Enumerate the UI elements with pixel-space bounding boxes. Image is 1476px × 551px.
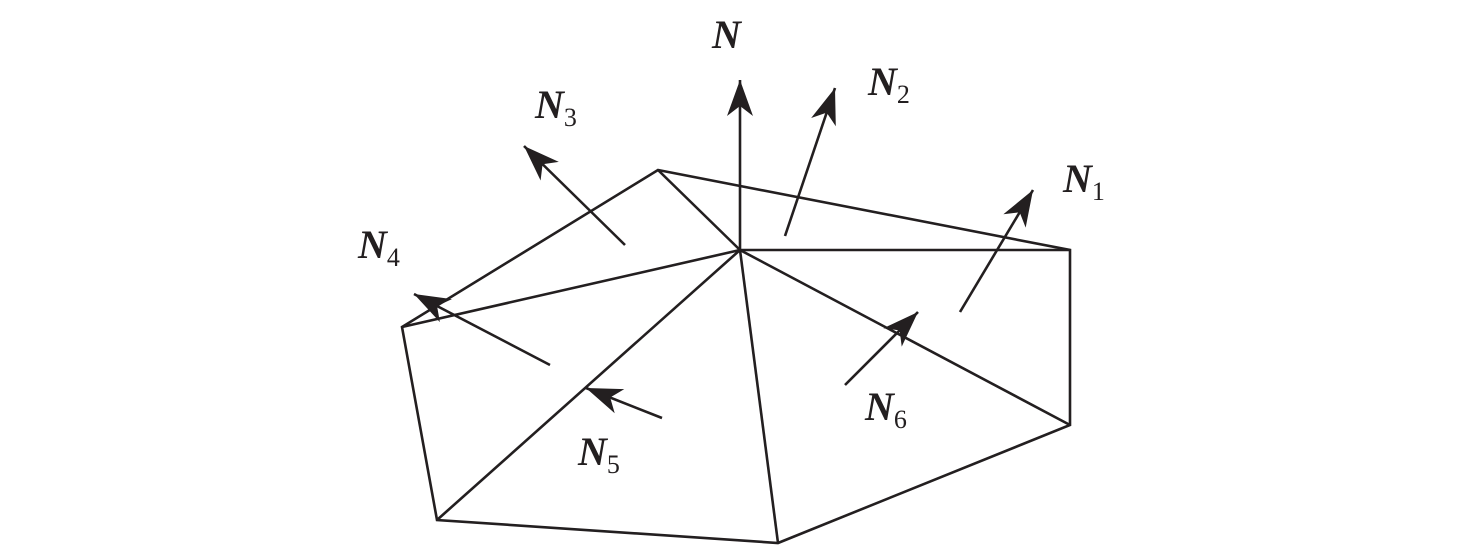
- arrowhead-icon: [883, 312, 918, 347]
- label-N6: N6: [864, 384, 907, 434]
- label-N2: N2: [867, 59, 910, 109]
- label-N4: N4: [357, 222, 400, 272]
- mesh-edge: [436, 249, 741, 521]
- mesh-edge: [657, 169, 741, 251]
- arrowhead-icon: [524, 146, 559, 181]
- label-N1: N1: [1062, 156, 1105, 206]
- mesh-edge: [401, 248, 741, 329]
- normal-arrow-N2: [783, 87, 837, 237]
- label-N3: N3: [534, 82, 577, 132]
- label-N: N: [711, 12, 743, 57]
- arrowhead-icon: [414, 294, 452, 323]
- mesh-outline: [400, 168, 1072, 545]
- label-N5: N5: [577, 429, 620, 479]
- arrowhead-icon: [811, 88, 836, 127]
- mesh-edge: [738, 249, 780, 544]
- arrowhead-icon: [586, 388, 625, 414]
- arrowhead-icon: [727, 80, 753, 116]
- arrowhead-icon: [1003, 190, 1033, 228]
